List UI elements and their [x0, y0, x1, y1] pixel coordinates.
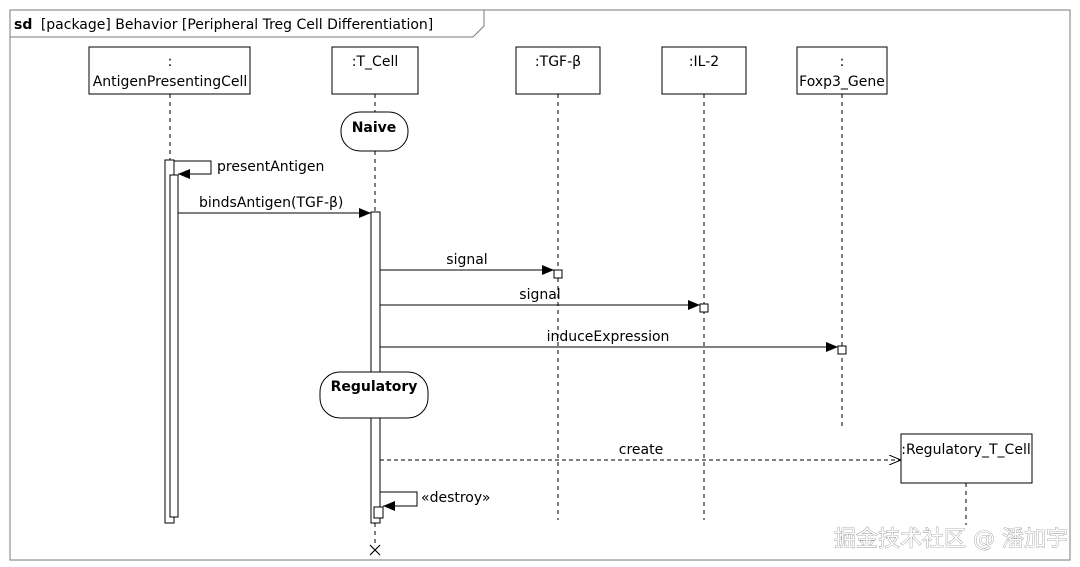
lifeline-tgf-beta: :TGF-β: [515, 46, 601, 520]
execution-occurrence: [699, 303, 709, 313]
lifeline-colon: :: [168, 54, 173, 70]
frame-label-tab: [10, 9, 485, 38]
message-arrow[interactable]: [380, 491, 418, 511]
message-label: presentAntigen: [217, 159, 324, 175]
message-label: bindsAntigen(TGF-β): [199, 195, 343, 211]
lifeline-colon: :: [840, 54, 845, 70]
lifeline-name: :Regulatory_T_Cell: [901, 442, 1030, 458]
execution-occurrence: [553, 269, 563, 279]
lifeline-foxp3-gene: : Foxp3_Gene: [796, 46, 888, 428]
lifeline-antigen-presenting-cell: : AntigenPresentingCell: [88, 46, 251, 524]
message-induce-expression: induceExpression: [380, 329, 838, 352]
lifeline-il-2: :IL-2: [661, 46, 747, 520]
activation-bar-nested: [373, 506, 384, 519]
frame-label: sd [package] Behavior [Peripheral Treg C…: [14, 17, 433, 33]
message-arrow[interactable]: [174, 160, 212, 179]
message-present-antigen: presentAntigen: [174, 159, 324, 179]
lifeline-name: Foxp3_Gene: [799, 74, 885, 90]
lifeline-name: AntigenPresentingCell: [93, 74, 248, 90]
watermark: 掘金技术社区 @ 潘加宇: [834, 527, 1068, 552]
frame-title: [package] Behavior [Peripheral Treg Cell…: [41, 17, 433, 33]
lifeline-name: :TGF-β: [535, 54, 581, 70]
destruction-marker: [369, 544, 381, 556]
lifeline-head[interactable]: [331, 46, 419, 95]
lifeline-head[interactable]: [900, 433, 1033, 484]
message-destroy: «destroy»: [380, 490, 490, 511]
message-label: signal: [446, 252, 487, 268]
lifeline-head[interactable]: [515, 46, 601, 95]
state-invariant-regulatory: [319, 371, 429, 419]
lifeline-name: :T_Cell: [352, 54, 398, 70]
activation-bar-nested: [169, 174, 179, 518]
frame-keyword: sd: [14, 17, 32, 33]
lifeline-t-cell: :T_Cell Naive Regulatory: [319, 46, 429, 556]
message-binds-antigen: bindsAntigen(TGF-β): [178, 195, 371, 218]
message-label: induceExpression: [547, 329, 670, 345]
lifeline-head[interactable]: [88, 46, 251, 95]
state-label-regulatory: Regulatory: [331, 379, 418, 395]
message-signal-tgf: signal: [380, 252, 554, 275]
message-signal-il2: signal: [380, 287, 700, 310]
message-create: create: [380, 442, 901, 460]
execution-occurrence: [837, 345, 847, 355]
activation-bar: [370, 211, 381, 524]
lifeline-name: :IL-2: [689, 54, 719, 70]
message-label: create: [619, 442, 663, 458]
lifeline-regulatory-t-cell: :Regulatory_T_Cell: [900, 433, 1033, 525]
frame-border: [9, 9, 1071, 561]
message-label: signal: [519, 287, 560, 303]
lifeline-head[interactable]: [796, 46, 888, 95]
message-label: «destroy»: [421, 490, 490, 506]
state-label-naive: Naive: [352, 120, 397, 136]
